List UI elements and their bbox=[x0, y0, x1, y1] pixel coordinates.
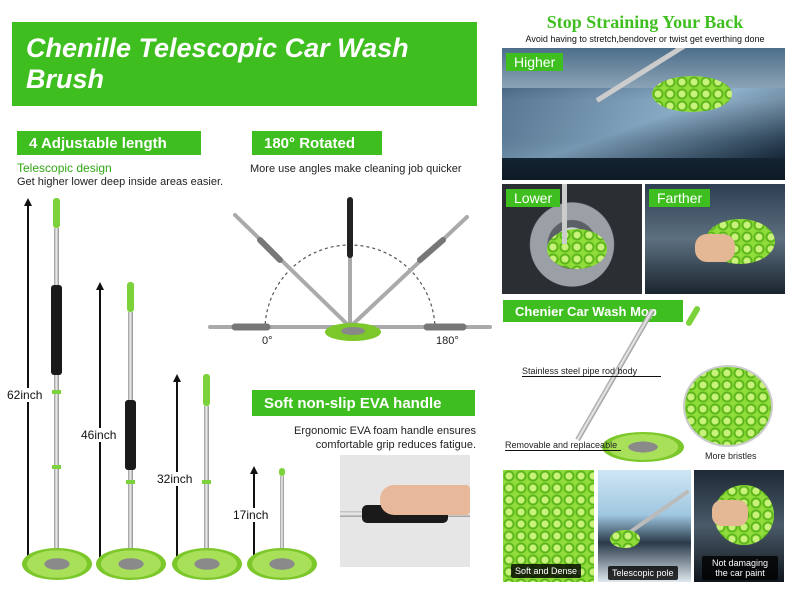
angle-start-label: 0° bbox=[262, 335, 273, 347]
adjustable-length-label: 4 Adjustable length bbox=[29, 134, 167, 152]
length-17-label: 17inch bbox=[233, 508, 269, 522]
rotated-label: 180° Rotated bbox=[264, 134, 356, 152]
length-46-label: 46inch bbox=[81, 428, 117, 442]
callout-pipe: Stainless steel pipe rod body bbox=[522, 366, 662, 377]
mop-tag: Chenier Car Wash Mop bbox=[503, 300, 683, 322]
angle-end-label: 180° bbox=[436, 335, 459, 347]
length-62-label: 62inch bbox=[7, 388, 43, 402]
lower-label: Lower bbox=[506, 189, 561, 207]
eva-desc-line2: comfortable grip reduces fatigue. bbox=[315, 439, 476, 451]
soft-dense-photo: Soft and Dense bbox=[503, 470, 594, 582]
eva-handle-label: Soft non-slip EVA handle bbox=[264, 394, 442, 412]
arrow-17-icon bbox=[250, 466, 258, 474]
higher-photo: Higher bbox=[502, 48, 785, 180]
arrow-62-icon bbox=[24, 198, 32, 206]
mop-label: Chenier Car Wash Mop bbox=[515, 303, 657, 319]
eva-desc-line1: Ergonomic EVA foam handle ensures bbox=[293, 425, 476, 437]
right-title: Stop Straining Your Back bbox=[546, 12, 744, 32]
telescopic-description: Get higher lower deep inside areas easie… bbox=[17, 176, 224, 188]
caption-telescopic-pole: Telescopic pole bbox=[608, 566, 678, 580]
eva-handle-tag: Soft non-slip EVA handle bbox=[252, 390, 475, 416]
adjustable-length-tag: 4 Adjustable length bbox=[17, 131, 201, 155]
farther-label: Farther bbox=[649, 189, 711, 207]
caption-soft-dense: Soft and Dense bbox=[511, 564, 582, 578]
caption-car-paint: Not damaging the car paint bbox=[702, 556, 778, 580]
arrow-46-line bbox=[99, 289, 101, 559]
farther-photo: Farther bbox=[645, 184, 785, 294]
eva-handle-photo bbox=[340, 455, 470, 567]
callout-removable: Removable and replaceable bbox=[505, 440, 622, 451]
higher-label: Higher bbox=[506, 53, 564, 71]
rotated-description: More use angles make cleaning job quicke… bbox=[250, 163, 462, 175]
rotated-tag: 180° Rotated bbox=[252, 131, 382, 155]
telescopic-heading: Telescopic design bbox=[17, 161, 112, 175]
callout-bristles: More bristles bbox=[705, 451, 757, 461]
length-32-label: 32inch bbox=[157, 472, 193, 486]
eva-handle-description: Ergonomic EVA foam handle ensures comfor… bbox=[270, 424, 476, 452]
arrow-46-icon bbox=[96, 282, 104, 290]
product-title-banner: Chenille Telescopic Car Wash Brush bbox=[12, 22, 477, 106]
arrow-62-line bbox=[27, 205, 29, 560]
arrow-32-icon bbox=[173, 374, 181, 382]
lower-photo: Lower bbox=[502, 184, 642, 294]
right-subtitle: Avoid having to stretch,bendover or twis… bbox=[525, 34, 765, 44]
arrow-32-line bbox=[176, 381, 178, 559]
car-paint-photo: Not damaging the car paint bbox=[694, 470, 784, 582]
telescopic-pole-photo: Telescopic pole bbox=[598, 470, 691, 582]
rotation-diagram bbox=[208, 197, 492, 341]
product-title: Chenille Telescopic Car Wash Brush bbox=[26, 33, 409, 94]
